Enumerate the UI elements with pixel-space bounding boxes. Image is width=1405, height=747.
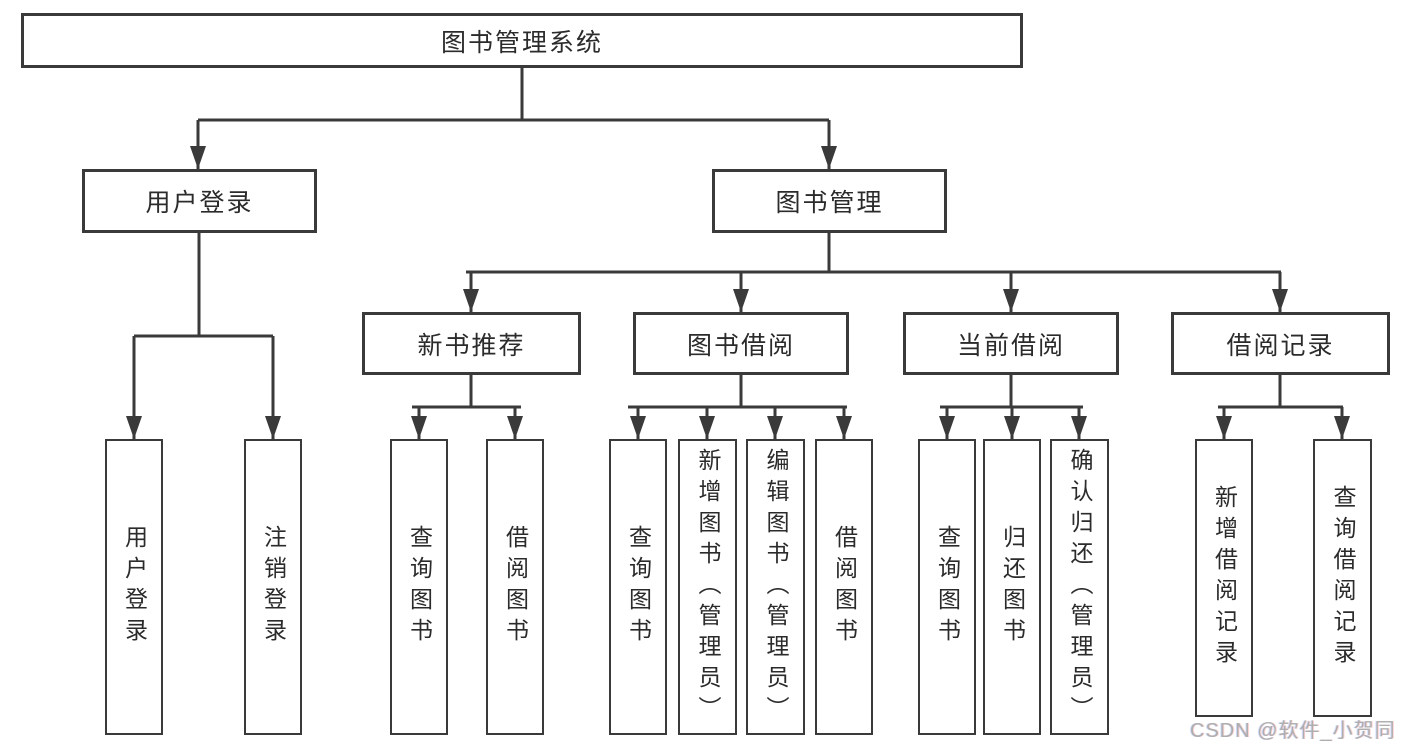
- node-book-borrowing: 图书借阅: [633, 312, 849, 375]
- node-current-borrowing: 当前借阅: [903, 312, 1119, 375]
- node-user-login: 用户登录: [82, 169, 317, 233]
- leaf-query-borrow-record: 查询借阅记录: [1313, 439, 1372, 717]
- leaf-add-borrow-record: 新增借阅记录: [1195, 439, 1253, 717]
- leaf-borrowing-query-books: 查询图书: [609, 439, 667, 735]
- leaf-user-login: 用户登录: [105, 439, 163, 735]
- leaf-current-query-books: 查询图书: [918, 439, 976, 735]
- leaf-recommend-query-books: 查询图书: [390, 439, 448, 735]
- leaf-borrow-books: 借阅图书: [815, 439, 873, 735]
- leaf-edit-books-admin: 编辑图书（管理员）: [746, 439, 805, 735]
- leaf-recommend-borrow-books: 借阅图书: [486, 439, 544, 735]
- leaf-confirm-return-admin: 确认归还（管理员）: [1050, 439, 1109, 735]
- node-library-system: 图书管理系统: [21, 13, 1023, 68]
- node-new-book-recommend: 新书推荐: [362, 312, 581, 375]
- csdn-watermark: CSDN @软件_小贺同学: [1190, 720, 1396, 742]
- node-book-management: 图书管理: [712, 169, 947, 233]
- leaf-logout: 注销登录: [244, 439, 302, 735]
- node-borrowing-records: 借阅记录: [1171, 312, 1390, 375]
- leaf-add-books-admin: 新增图书（管理员）: [678, 439, 737, 735]
- leaf-return-books: 归还图书: [983, 439, 1041, 735]
